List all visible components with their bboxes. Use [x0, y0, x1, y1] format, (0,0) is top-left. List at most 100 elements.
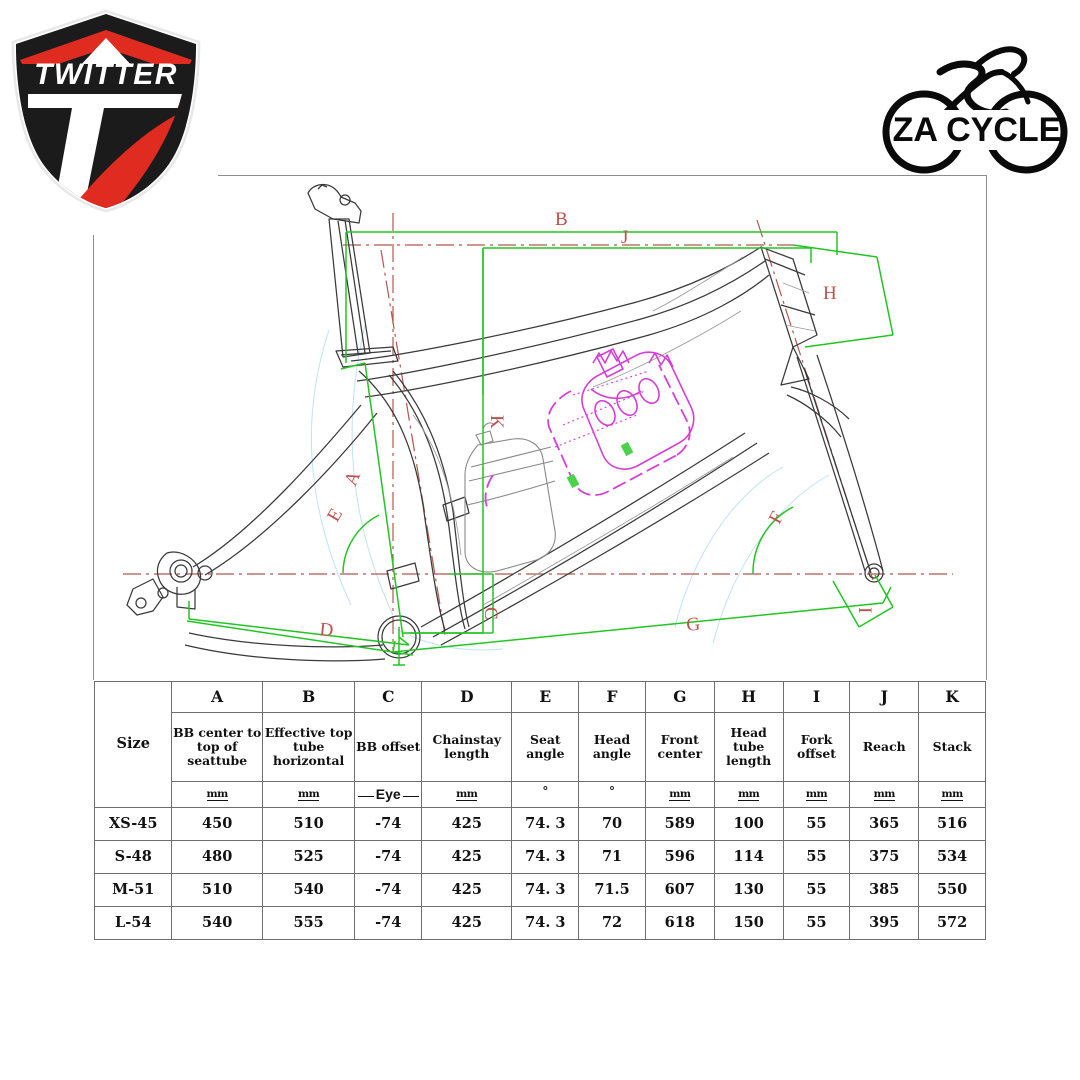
frame-outline [126, 183, 884, 662]
row-size: XS-45 [93, 807, 173, 841]
col-name-A: BB center to top of seattube [171, 712, 263, 782]
cell-G: 618 [644, 906, 715, 940]
cell-J: 365 [849, 807, 920, 841]
cell-D: 425 [421, 873, 513, 907]
za-cycle-wordmark: ZA CYCLE [893, 111, 1062, 149]
bottle-cage-dashed [484, 364, 691, 512]
col-letter-D: D [421, 681, 513, 713]
cell-D: 425 [421, 807, 513, 841]
col-name-F: Head angle [578, 712, 646, 782]
cell-I: 55 [782, 807, 851, 841]
col-letter-F: F [578, 681, 646, 713]
cell-I: 55 [782, 840, 851, 874]
row-size: S-48 [93, 840, 173, 874]
dim-label-G: G [685, 614, 701, 636]
col-letter-J: J [849, 681, 920, 713]
col-name-H: Head tube length [713, 712, 784, 782]
row-size: L-54 [93, 906, 173, 940]
col-letter-G: G [644, 681, 715, 713]
dimension-lines [186, 231, 894, 666]
cell-F: 72 [578, 906, 646, 940]
cell-B: 555 [261, 906, 356, 940]
cell-K: 516 [918, 807, 986, 841]
dim-label-C: C [480, 607, 501, 620]
cell-B: 510 [261, 807, 356, 841]
cell-H: 114 [713, 840, 784, 874]
cell-K: 550 [918, 873, 986, 907]
col-name-K: Stack [918, 712, 986, 782]
za-cycle-logo: ZA CYCLE [878, 28, 1074, 178]
col-unit-C: Eye [354, 781, 423, 808]
cell-G: 589 [644, 807, 715, 841]
cell-C: -74 [354, 840, 423, 874]
cell-B: 540 [261, 873, 356, 907]
cage-bolt-markers [566, 441, 634, 489]
dim-label-A: A [340, 468, 365, 489]
dimension-letters: B J H K A E D C G F I [318, 209, 875, 641]
cell-H: 130 [713, 873, 784, 907]
dim-label-H: H [823, 283, 837, 304]
table-corner-size-label: Size [93, 681, 173, 808]
dim-label-J: J [621, 227, 628, 248]
col-name-B: Effective top tube horizontal [261, 712, 356, 782]
cell-K: 572 [918, 906, 986, 940]
row-size: M-51 [93, 873, 173, 907]
cell-J: 395 [849, 906, 920, 940]
col-name-D: Chainstay length [421, 712, 513, 782]
col-letter-B: B [261, 681, 356, 713]
col-name-I: Fork offset [782, 712, 851, 782]
cyclist-icon: ZA CYCLE [882, 46, 1068, 174]
frame-left-rule [93, 235, 94, 680]
col-name-J: Reach [849, 712, 920, 782]
col-letter-I: I [782, 681, 851, 713]
cell-J: 375 [849, 840, 920, 874]
frame-right-rule [986, 175, 987, 680]
dim-label-K: K [486, 415, 507, 429]
col-unit-F: ° [578, 781, 646, 808]
cell-D: 425 [421, 840, 513, 874]
cell-C: -74 [354, 906, 423, 940]
dim-label-E: E [323, 505, 347, 526]
twitter-wordmark: TWITTER [34, 58, 176, 91]
cell-E: 74. 3 [511, 840, 580, 874]
col-unit-D: mm [421, 781, 513, 808]
cell-A: 450 [171, 807, 263, 841]
col-unit-H: mm [713, 781, 784, 808]
cell-F: 70 [578, 807, 646, 841]
cell-I: 55 [782, 906, 851, 940]
dim-label-B: B [555, 209, 568, 230]
table-header-units: mm mm Eye mm ° ° mm mm mm mm mm [95, 781, 986, 808]
table-row: XS-45 450 510 -74 425 74. 3 70 589 100 5… [93, 807, 986, 841]
frame-geometry-drawing: B J H K A E D C G F I [123, 183, 953, 666]
shield-icon: TWITTER [11, 9, 201, 213]
col-unit-K: mm [918, 781, 986, 808]
cell-C: -74 [354, 807, 423, 841]
col-name-C: BB offset [354, 712, 423, 782]
cell-H: 150 [713, 906, 784, 940]
cell-D: 425 [421, 906, 513, 940]
cell-E: 74. 3 [511, 807, 580, 841]
dim-label-I: I [854, 607, 875, 613]
cell-A: 510 [171, 873, 263, 907]
table-header-names: BB center to top of seattube Effective t… [95, 712, 986, 782]
table-header-letters: Size A B C D E F G H I J K [93, 681, 986, 808]
col-name-E: Seat angle [511, 712, 580, 782]
frame-top-rule [218, 175, 986, 176]
cell-J: 385 [849, 873, 920, 907]
cell-K: 534 [918, 840, 986, 874]
cell-A: 480 [171, 840, 263, 874]
col-unit-I: mm [782, 781, 851, 808]
col-letter-A: A [171, 681, 263, 713]
cell-F: 71.5 [578, 873, 646, 907]
cell-H: 100 [713, 807, 784, 841]
col-letter-C: C [354, 681, 423, 713]
cell-I: 55 [782, 873, 851, 907]
geometry-spec-table: Size A B C D E F G H I J K BB center to … [93, 681, 986, 940]
bottle-cage-hidden-lines [554, 370, 650, 448]
table-row: S-48 480 525 -74 425 74. 3 71 596 114 55… [93, 840, 986, 874]
col-unit-B: mm [261, 781, 356, 808]
col-unit-E: ° [511, 781, 580, 808]
col-unit-G: mm [644, 781, 715, 808]
table-row: M-51 510 540 -74 425 74. 3 71.5 607 130 … [93, 873, 986, 907]
